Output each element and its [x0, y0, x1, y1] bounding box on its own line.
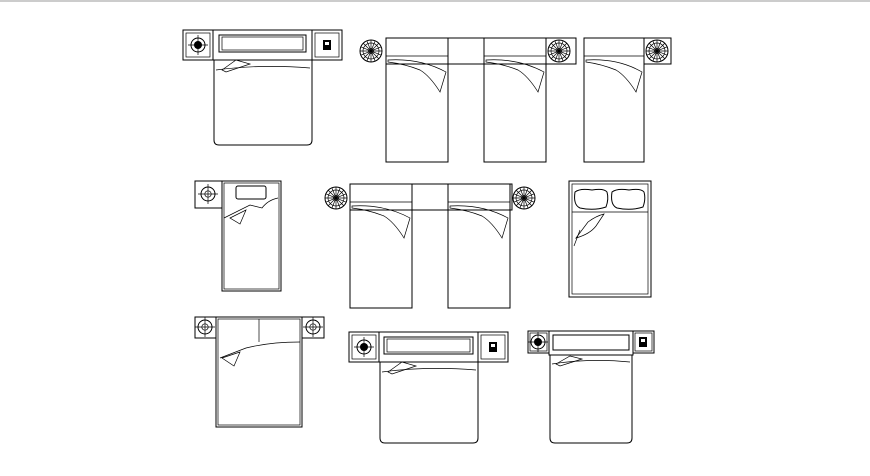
single-bed-b [194, 180, 282, 292]
phone-icon [489, 342, 497, 352]
single-bed-a [583, 37, 672, 163]
headboard [349, 183, 513, 211]
pillow-icon [574, 188, 609, 210]
sheet-fold-icon [219, 341, 301, 359]
double-bed-a [182, 29, 343, 146]
sheet-fold-icon [485, 59, 545, 93]
bed-left [349, 183, 413, 309]
lamp-icon [302, 316, 324, 338]
sheet-fold-icon [351, 205, 411, 239]
lamp-icon [353, 336, 375, 358]
pillow-icon [552, 334, 630, 351]
double-bed-c [194, 316, 325, 428]
double-bed-b [568, 180, 652, 298]
lamp-icon [359, 39, 383, 63]
lamp-icon [527, 331, 549, 353]
nightstand [643, 37, 672, 65]
bed-right [483, 37, 547, 163]
lamp-icon [194, 316, 216, 338]
sheet-fold-icon [381, 368, 477, 373]
lamp-icon [512, 186, 536, 210]
mattress [379, 362, 479, 444]
lamp-icon [187, 34, 209, 56]
sheet-fold-icon [449, 205, 509, 239]
pillow-icon [235, 185, 267, 200]
sheet-fold-icon [551, 360, 631, 365]
bed-frame [583, 37, 645, 163]
nightstand-right [311, 29, 343, 61]
bed-right [447, 183, 511, 309]
pillow-icon [383, 336, 474, 355]
nightstand [194, 180, 223, 209]
pillow-icon [218, 34, 307, 53]
twin-beds-a [359, 37, 577, 163]
mattress [213, 60, 313, 146]
sheet-fold-icon [585, 59, 643, 93]
sheet-fold-icon [223, 197, 279, 219]
sheet-fold-icon [575, 213, 605, 239]
bed-frame [221, 180, 282, 292]
phone-icon [323, 40, 331, 50]
sheet-fold-icon [387, 59, 447, 93]
pillow-icon [611, 188, 646, 210]
lamp-icon [645, 39, 669, 63]
twin-beds-b [324, 183, 536, 309]
nightstand-right [632, 330, 655, 354]
double-bed-e [527, 330, 655, 444]
lamp-icon [197, 183, 219, 205]
nightstand-right [477, 331, 509, 363]
mattress [549, 355, 633, 444]
phone-icon [639, 337, 647, 347]
sheet-fold-icon [215, 66, 311, 71]
lamp-icon [547, 39, 571, 63]
lamp-icon [324, 186, 348, 210]
bed-frame [215, 316, 303, 428]
bed-left [385, 37, 449, 163]
double-bed-d [348, 331, 509, 444]
bed-frame [568, 180, 652, 298]
